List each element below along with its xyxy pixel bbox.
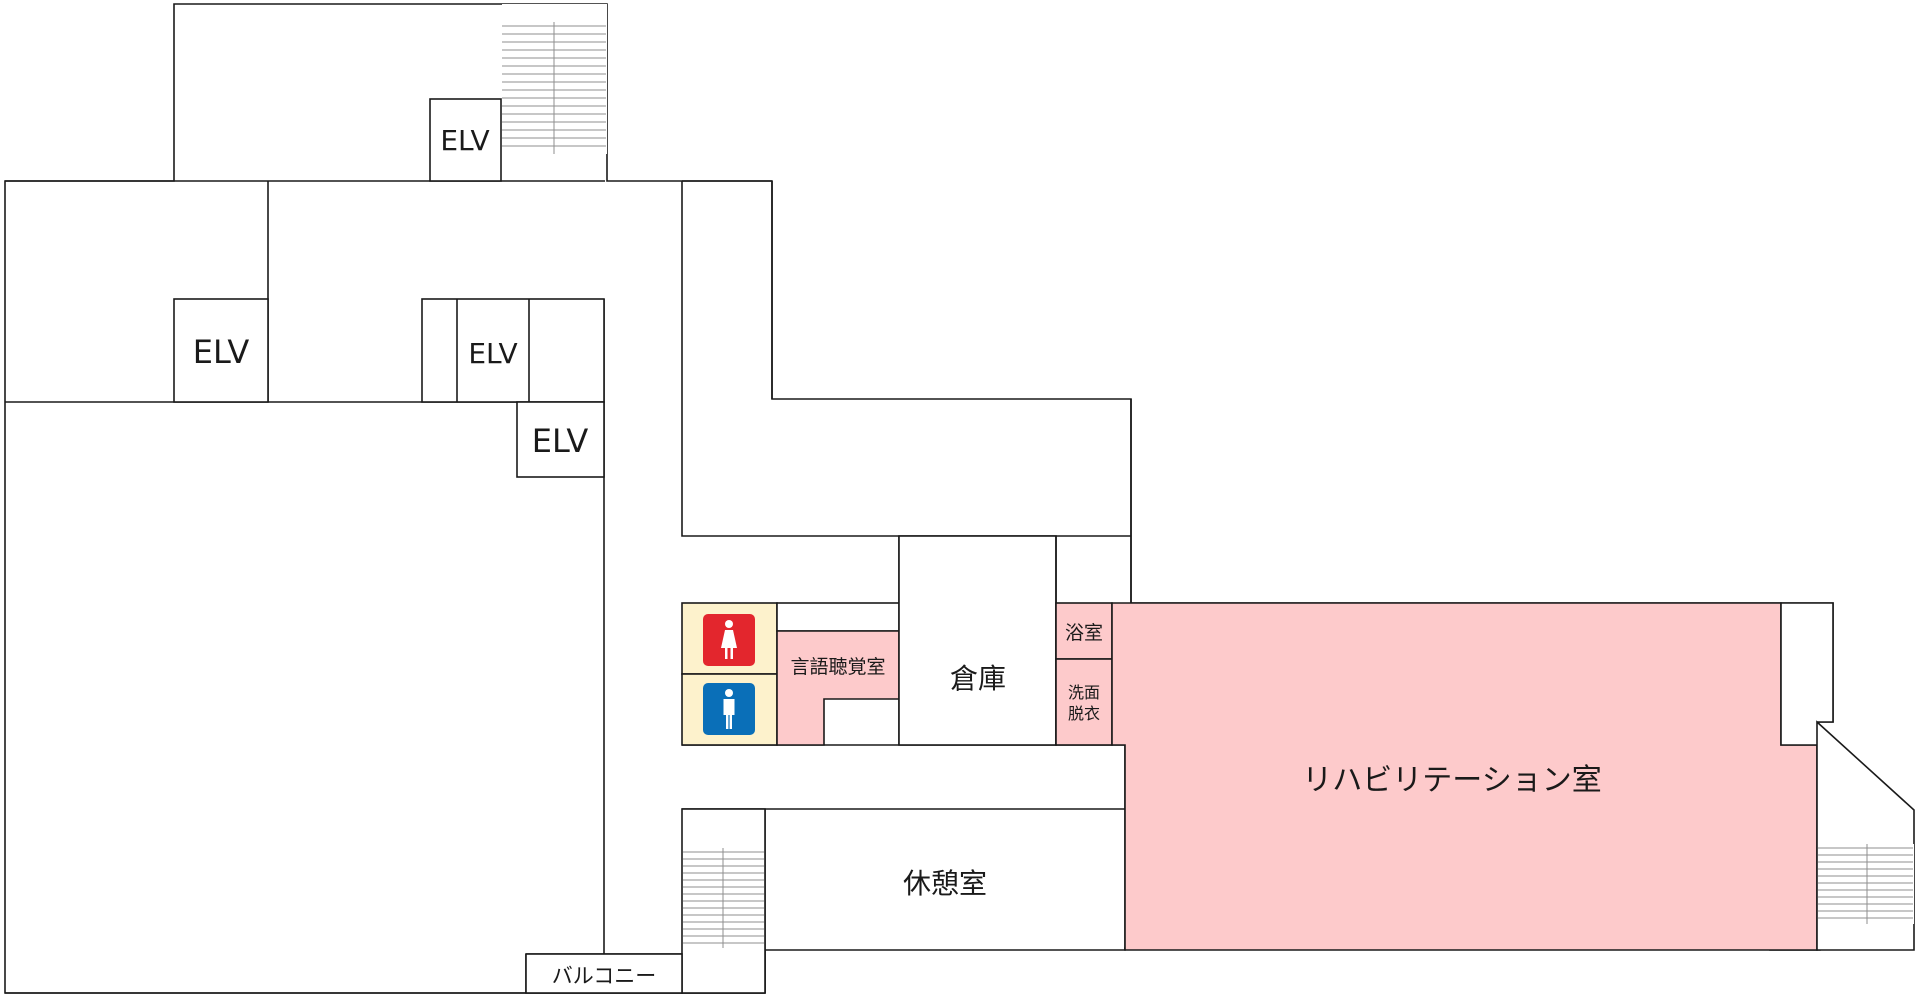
staircase-south — [683, 848, 764, 948]
balcony — [525, 953, 683, 994]
male-toilet-icon — [703, 683, 755, 735]
washroom — [1055, 658, 1113, 746]
staircase-east — [1818, 844, 1914, 924]
elevator-1-label: ELV — [440, 124, 489, 157]
elevator-2-label: ELV — [193, 333, 250, 371]
elevator-4-label: ELV — [532, 422, 589, 460]
elevator-1 — [429, 98, 502, 182]
rehabilitation-room-label: リハビリテーション室 — [1302, 763, 1601, 798]
elevator-2 — [173, 298, 269, 403]
wall — [1780, 602, 1834, 746]
elevator-3-label: ELV — [468, 337, 517, 370]
speech-hearing-room-label: 言語聴覚室 — [790, 656, 885, 678]
storage-room-label: 倉庫 — [950, 662, 1006, 695]
restroom-corridor — [776, 602, 900, 632]
rest-room-label: 休憩室 — [903, 867, 987, 900]
staircase-north — [502, 4, 607, 154]
washroom-label-line2: 脱衣 — [1068, 704, 1100, 723]
balcony-label: バルコニー — [552, 964, 657, 988]
elevator-4 — [516, 401, 605, 478]
storage-room — [898, 535, 1057, 746]
bathroom-label: 浴室 — [1065, 622, 1103, 644]
elevator-shaft-group — [421, 298, 605, 403]
bathroom — [1055, 602, 1113, 660]
female-toilet-icon — [703, 614, 755, 666]
washroom-label-line1: 洗面 — [1068, 683, 1100, 702]
